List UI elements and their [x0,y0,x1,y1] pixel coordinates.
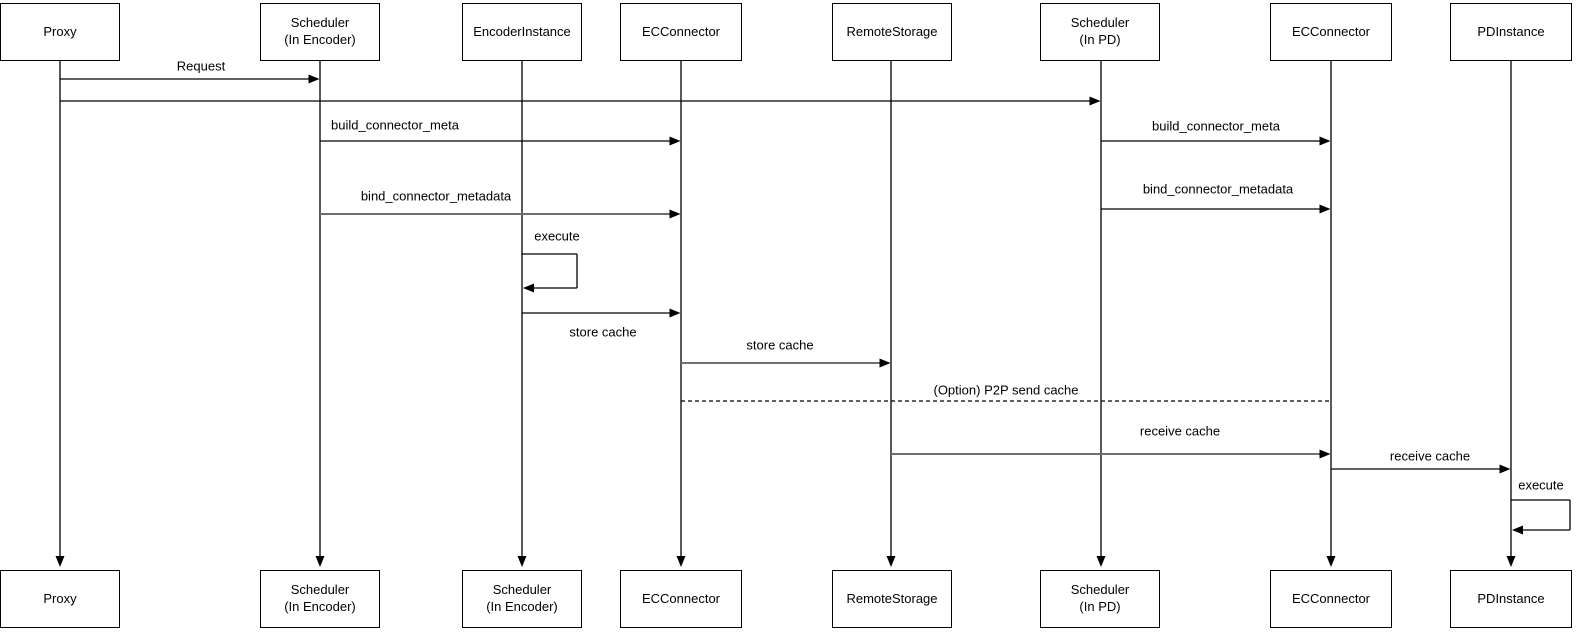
actor-box-top-remote-storage: RemoteStorage [832,3,952,61]
message-label: (Option) P2P send cache [933,382,1079,398]
lifeline-end-arrow-icon [55,556,65,567]
actor-box-top-scheduler-encoder: Scheduler (In Encoder) [260,3,380,61]
message-arrowhead-icon [1319,204,1331,214]
lifeline-end-arrow-icon [517,556,527,567]
actor-box-bottom-ec-connector-1: ECConnector [620,570,742,628]
lifeline-end-arrow-icon [1096,556,1106,567]
message-label: store cache [569,324,637,340]
actor-box-top-ec-connector-2: ECConnector [1270,3,1392,61]
message-arrowhead-icon [1499,464,1511,474]
message-label: receive cache [1139,423,1221,439]
message-arrowhead-icon [308,74,320,84]
message-label: receive cache [1389,448,1471,464]
actor-box-bottom-proxy: Proxy [0,570,120,628]
lifeline-end-arrow-icon [315,556,325,567]
actor-box-bottom-encoder-instance: Scheduler (In Encoder) [462,570,582,628]
message-arrowhead-icon [669,136,681,146]
message-arrowhead-icon [1319,449,1331,459]
message-label: execute [1518,477,1564,493]
message-label: build_connector_meta [331,117,459,133]
message-arrowhead-icon [669,308,681,318]
message-arrowhead-icon [879,358,891,368]
actor-box-top-pd-instance: PDInstance [1450,3,1572,61]
actor-box-top-encoder-instance: EncoderInstance [462,3,582,61]
message-arrowhead-icon [1089,96,1101,106]
actor-box-bottom-remote-storage: RemoteStorage [832,570,952,628]
message-label: bind_connector_metadata [360,188,512,204]
message-label: bind_connector_metadata [1142,181,1294,197]
lifeline-end-arrow-icon [1506,556,1516,567]
actor-box-bottom-scheduler-pd: Scheduler (In PD) [1040,570,1160,628]
actor-box-top-ec-connector-1: ECConnector [620,3,742,61]
message-arrowhead-icon [669,209,681,219]
actor-box-bottom-ec-connector-2: ECConnector [1270,570,1392,628]
actor-box-bottom-pd-instance: PDInstance [1450,570,1572,628]
message-label: build_connector_meta [1152,118,1280,134]
actor-box-bottom-scheduler-encoder: Scheduler (In Encoder) [260,570,380,628]
message-arrowhead-icon [1512,525,1523,535]
message-arrowhead-icon [1319,136,1331,146]
lifeline-end-arrow-icon [676,556,686,567]
lifeline-end-arrow-icon [886,556,896,567]
actor-box-top-scheduler-pd: Scheduler (In PD) [1040,3,1160,61]
lifeline-end-arrow-icon [1326,556,1336,567]
actor-box-top-proxy: Proxy [0,3,120,61]
message-arrowhead-icon [523,283,534,293]
message-label: Request [176,58,226,74]
message-label: store cache [746,337,814,353]
message-label: execute [534,228,580,244]
